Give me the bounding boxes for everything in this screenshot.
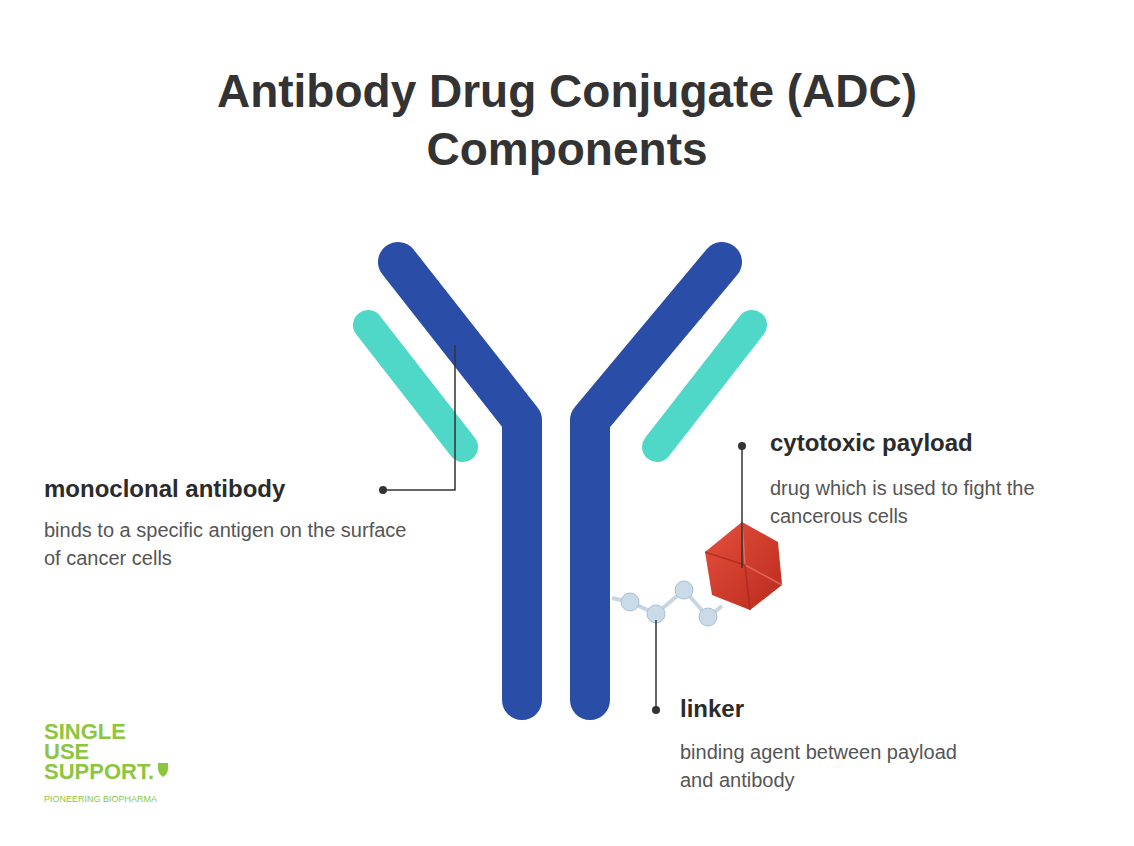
leader-line xyxy=(383,345,455,490)
leader-line xyxy=(741,446,743,568)
linker-bead xyxy=(675,581,693,599)
heavy-chain xyxy=(398,262,522,700)
callout-description: binds to a specific antigen on the surfa… xyxy=(44,516,414,572)
callout-heading: cytotoxic payload xyxy=(770,428,1100,458)
diagram-title: Antibody Drug Conjugate (ADC) Components xyxy=(187,62,947,178)
linker-bead xyxy=(621,593,639,611)
callout-heading: linker xyxy=(680,694,880,724)
callout-heading: monoclonal antibody xyxy=(44,474,384,504)
logo-wordmark: SINGLE USE SUPPORT. xyxy=(44,722,154,782)
linker-bead xyxy=(699,608,717,626)
callout-description: drug which is used to fight the cancerou… xyxy=(770,474,1110,530)
payload-polyhedron xyxy=(705,522,782,610)
leader-dot xyxy=(379,486,387,494)
callout-description: binding agent between payload and antibo… xyxy=(680,738,980,794)
logo-tagline: PIONEERING BIOPHARMA xyxy=(44,793,244,805)
payload-facet xyxy=(705,552,750,610)
logo-shield xyxy=(158,763,168,777)
leader-dot xyxy=(738,442,746,450)
payload-facet xyxy=(742,522,782,585)
leader-line xyxy=(655,620,657,710)
leader-dot xyxy=(652,706,660,714)
